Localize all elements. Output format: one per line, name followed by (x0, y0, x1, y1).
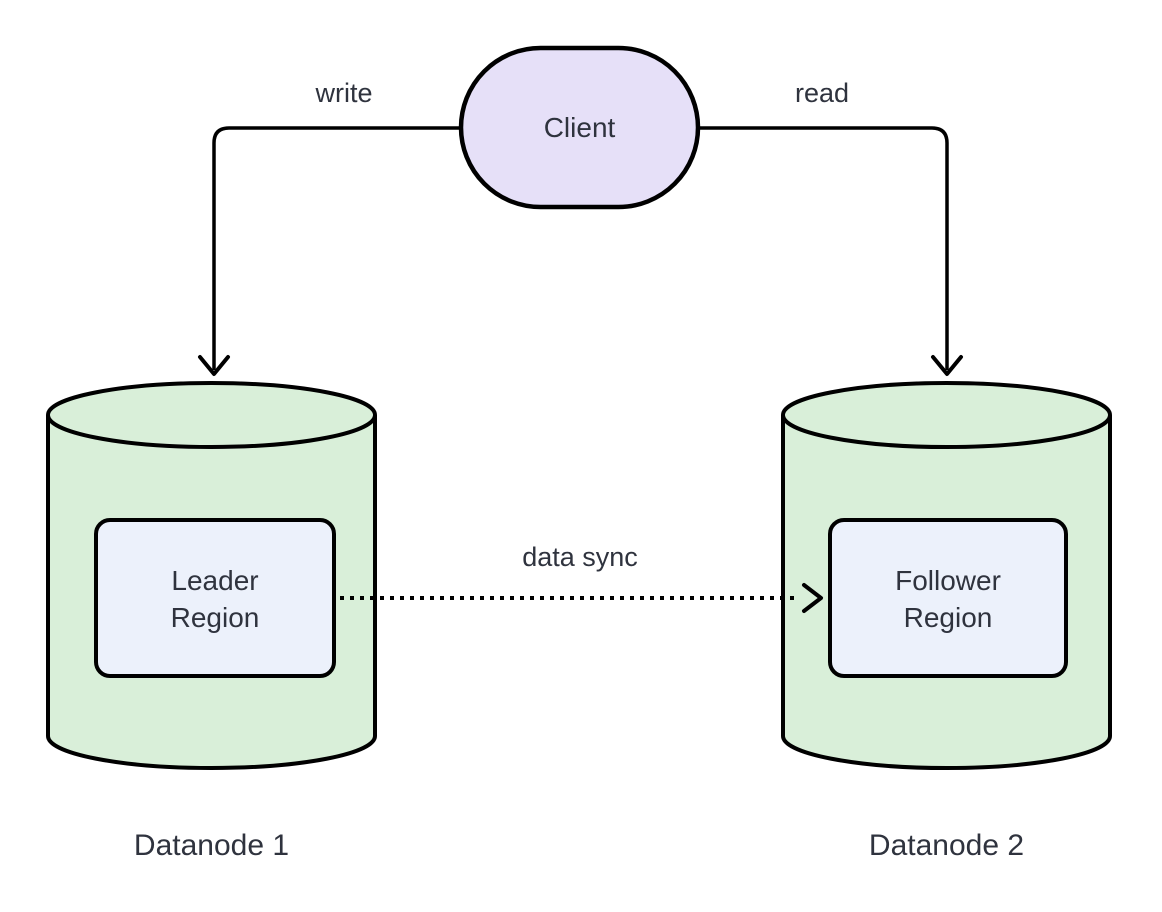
follower-region-box (828, 518, 1068, 678)
write-arrowhead-icon (198, 355, 230, 376)
node-datanode1: Leader Region Datanode 1 (46, 381, 377, 862)
edge-read: read (698, 78, 963, 376)
read-arrowhead-icon (931, 355, 963, 376)
leader-region-box (94, 518, 336, 678)
write-edge-line (212, 126, 461, 370)
data-sync-edge-label: data sync (522, 542, 638, 572)
edge-write: write (198, 78, 461, 376)
follower-region-label-line1: Follower (895, 565, 1001, 596)
datanode1-caption: Datanode 1 (134, 829, 289, 862)
leader-region-label-line1: Leader (171, 565, 258, 596)
read-edge-line (698, 126, 949, 370)
edge-data-sync: data sync (340, 542, 823, 613)
client-label: Client (544, 112, 616, 143)
write-edge-label: write (314, 78, 372, 108)
follower-region-label-line2: Region (904, 602, 993, 633)
datanode2-cylinder-top (781, 381, 1112, 449)
datanode2-caption: Datanode 2 (869, 829, 1024, 862)
node-datanode2: Follower Region Datanode 2 (781, 381, 1112, 862)
data-sync-arrowhead-icon (802, 583, 823, 613)
node-client: Client (458, 45, 701, 210)
datanode1-cylinder-top (46, 381, 377, 449)
client-stadium (458, 45, 701, 210)
read-edge-label: read (795, 78, 849, 108)
leader-region-label-line2: Region (171, 602, 260, 633)
